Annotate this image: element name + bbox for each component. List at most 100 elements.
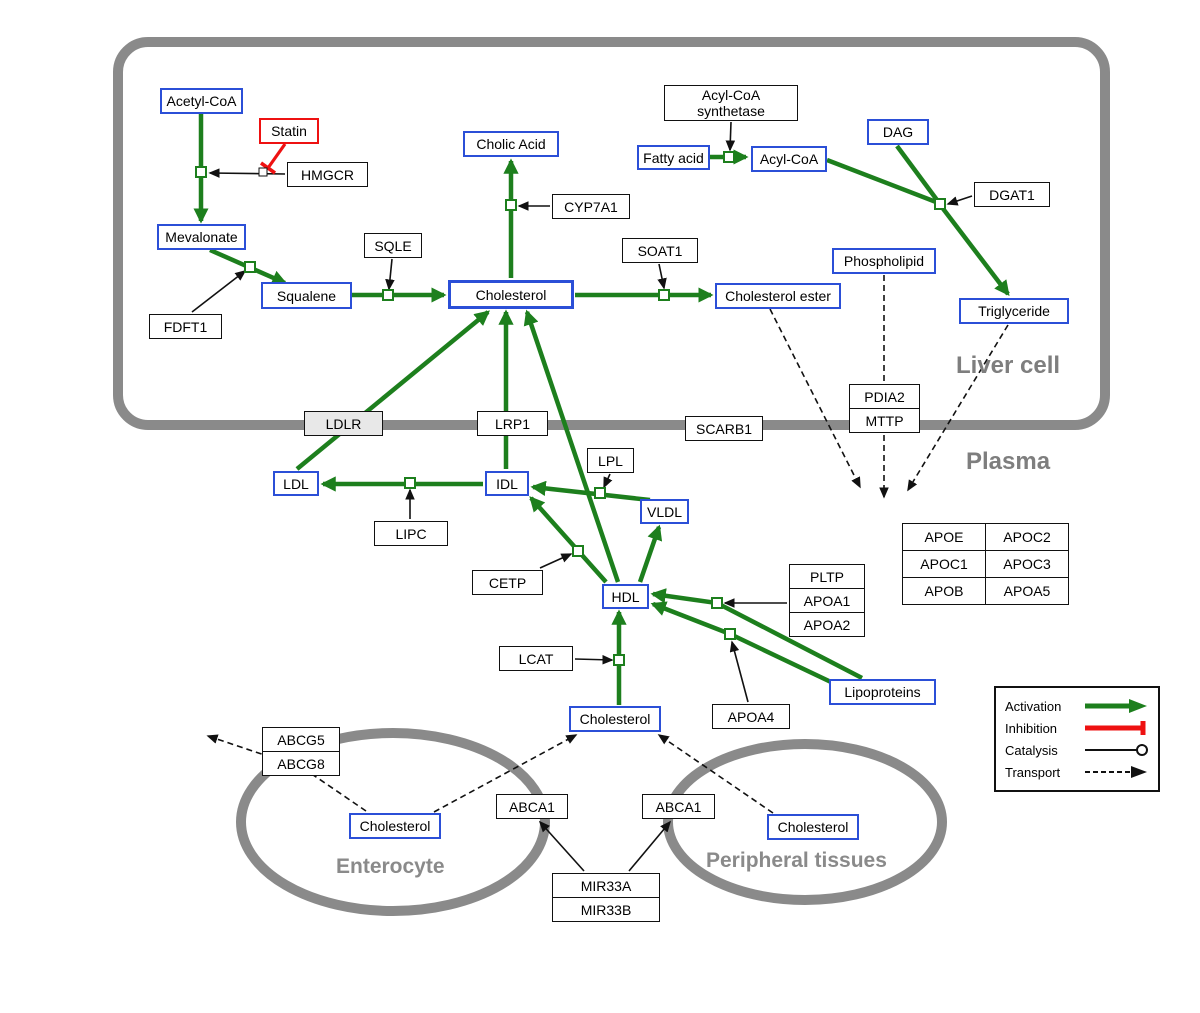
- node-mttp[interactable]: MTTP: [849, 408, 920, 433]
- node-pltp[interactable]: PLTP: [789, 564, 865, 589]
- liver-cell-label: Liver cell: [956, 352, 1061, 379]
- node-apoa1[interactable]: APOA1: [789, 588, 865, 613]
- node-hdl[interactable]: HDL: [602, 584, 649, 609]
- node-ldl[interactable]: LDL: [273, 471, 319, 496]
- node-vldl[interactable]: VLDL: [640, 499, 689, 524]
- node-apoc1[interactable]: APOC1: [902, 550, 986, 578]
- node-apoa5[interactable]: APOA5: [985, 577, 1069, 605]
- junction-cyp7a1: [505, 199, 517, 211]
- node-dag[interactable]: DAG: [867, 119, 929, 145]
- liver-cell-membrane: [113, 37, 1110, 430]
- node-triglyceride[interactable]: Triglyceride: [959, 298, 1069, 324]
- node-apoc3[interactable]: APOC3: [985, 550, 1069, 578]
- junction-statin-catalysis: [258, 167, 268, 177]
- t-triglyceride-plasma: [907, 324, 1009, 492]
- node-fatty-acid[interactable]: Fatty acid: [637, 145, 710, 170]
- node-fdft1[interactable]: FDFT1: [149, 314, 222, 339]
- node-scarb1[interactable]: SCARB1: [685, 416, 763, 441]
- node-abca1-enterocyte[interactable]: ABCA1: [496, 794, 568, 819]
- i-statin-line: [266, 143, 287, 169]
- node-cholic-acid[interactable]: Cholic Acid: [463, 131, 559, 157]
- legend-transport-label: Transport: [1005, 764, 1061, 780]
- node-hmgcr[interactable]: HMGCR: [287, 162, 368, 187]
- junction-squares: [195, 151, 946, 666]
- i-statin-bar: [259, 161, 277, 175]
- c-sqle: [385, 258, 395, 291]
- node-cetp[interactable]: CETP: [472, 570, 543, 595]
- junction-dgat1: [934, 198, 946, 210]
- node-pdia2[interactable]: PDIA2: [849, 384, 920, 409]
- g-hdl-cholesterol: [523, 309, 621, 583]
- node-acyl-coa[interactable]: Acyl-CoA: [751, 146, 827, 172]
- node-lpl[interactable]: LPL: [587, 448, 634, 473]
- node-sqle[interactable]: SQLE: [364, 233, 422, 258]
- node-squalene[interactable]: Squalene: [261, 282, 352, 309]
- junction-lpl: [594, 487, 606, 499]
- node-cholesterol-liver[interactable]: Cholesterol: [448, 280, 574, 309]
- node-mir33a[interactable]: MIR33A: [552, 873, 660, 898]
- g-hdl-idl-cetp: [529, 496, 608, 584]
- node-abcg8[interactable]: ABCG8: [262, 751, 340, 776]
- junction-fdft1: [244, 261, 256, 273]
- legend-row-inhibition: Inhibition: [1005, 717, 1149, 739]
- t-cholesterylester-plasma: [769, 308, 861, 489]
- junction-lipc: [404, 477, 416, 489]
- c-cetp: [539, 553, 573, 569]
- junction-lcat: [613, 654, 625, 666]
- node-mevalonate[interactable]: Mevalonate: [157, 224, 246, 250]
- node-idl[interactable]: IDL: [485, 471, 529, 496]
- t-chol-enterocyte-abcg: [206, 734, 367, 812]
- c-soat1: [657, 263, 667, 290]
- node-abcg5[interactable]: ABCG5: [262, 727, 340, 752]
- node-acetyl-coa[interactable]: Acetyl-CoA: [160, 88, 243, 114]
- node-apoa2[interactable]: APOA2: [789, 612, 865, 637]
- legend-activation-label: Activation: [1005, 698, 1062, 714]
- node-statin[interactable]: Statin: [259, 118, 319, 144]
- node-cholesterol-plasma[interactable]: Cholesterol: [569, 706, 661, 732]
- c-dgat1: [946, 195, 973, 206]
- node-lipoproteins[interactable]: Lipoproteins: [829, 679, 936, 705]
- peripheral-tissues-label: Peripheral tissues: [706, 849, 887, 872]
- node-dgat1[interactable]: DGAT1: [974, 182, 1050, 207]
- pltp-apoa-stack: PLTP APOA1 APOA2: [789, 564, 865, 637]
- c-fdft1: [191, 270, 247, 313]
- g-dag-dgat-junction: [895, 144, 939, 202]
- c-lcat: [574, 654, 614, 665]
- apolipoprotein-table: APOE APOC2 APOC1 APOC3 APOB APOA5: [902, 523, 1069, 605]
- node-phospholipid[interactable]: Phospholipid: [832, 248, 936, 274]
- junction-sqle: [382, 289, 394, 301]
- node-abca1-peripheral[interactable]: ABCA1: [642, 794, 715, 819]
- c-lpl: [603, 473, 613, 489]
- transport-dashed-arrow-icon: [1085, 766, 1147, 778]
- apo-table-row: APOB APOA5: [902, 577, 1069, 605]
- c-apoa4: [729, 640, 749, 703]
- t-chol-peripheral-plasma: [657, 734, 774, 814]
- node-cyp7a1[interactable]: CYP7A1: [552, 194, 630, 219]
- node-cholesterol-ester[interactable]: Cholesterol ester: [715, 283, 841, 309]
- node-soat1[interactable]: SOAT1: [622, 238, 698, 263]
- catalysis-edges: [191, 121, 973, 872]
- node-apoe[interactable]: APOE: [902, 523, 986, 551]
- junction-apoa4: [724, 628, 736, 640]
- legend: Activation Inhibition Catalysis Transpor…: [994, 686, 1160, 792]
- node-apob[interactable]: APOB: [902, 577, 986, 605]
- node-ldlr[interactable]: LDLR: [304, 411, 383, 436]
- legend-row-activation: Activation: [1005, 695, 1149, 717]
- t-chol-enterocyte-plasma: [433, 734, 578, 813]
- junction-soat1: [658, 289, 670, 301]
- node-lrp1[interactable]: LRP1: [477, 411, 548, 436]
- mir33-stack: MIR33A MIR33B: [552, 873, 660, 922]
- node-cholesterol-peripheral[interactable]: Cholesterol: [767, 814, 859, 840]
- node-mir33b[interactable]: MIR33B: [552, 897, 660, 922]
- g-ldl-cholesterol: [295, 310, 490, 471]
- node-apoc2[interactable]: APOC2: [985, 523, 1069, 551]
- node-acyl-coa-synthetase[interactable]: Acyl-CoA synthetase: [664, 85, 798, 121]
- inhibition-edges: [259, 143, 287, 175]
- node-apoa4[interactable]: APOA4: [712, 704, 790, 729]
- g-junction-triglyceride: [939, 204, 1010, 297]
- node-lcat[interactable]: LCAT: [499, 646, 573, 671]
- g-hdl-vldl: [637, 524, 663, 583]
- node-lipc[interactable]: LIPC: [374, 521, 448, 546]
- node-cholesterol-enterocyte[interactable]: Cholesterol: [349, 813, 441, 839]
